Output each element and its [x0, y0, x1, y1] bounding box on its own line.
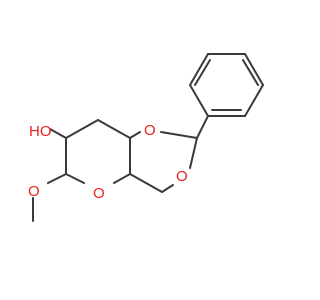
methoxy-oxygen-label: O	[28, 183, 40, 200]
hydroxyl-label: HO	[29, 123, 52, 140]
bond-ho-c	[49, 128, 67, 139]
bond-ch2-c-junction	[97, 119, 131, 139]
phenyl-double-bond-2	[242, 59, 259, 86]
bond-junction-o-top	[129, 131, 141, 139]
structure-canvas: HO O O O O	[28, 53, 264, 222]
ring-oxygen-right-label: O	[176, 168, 188, 185]
bond-o-pyran-anomeric	[65, 173, 85, 184]
ring-oxygen-top-label: O	[144, 122, 156, 139]
phenyl-bond-2	[244, 84, 264, 117]
bond-acetal-o-right	[189, 137, 198, 169]
bond-c-ch2-upper	[65, 119, 99, 139]
phenyl-bond-5	[189, 53, 209, 86]
bond-junction-o-pyran	[113, 173, 131, 184]
bond-acetal-phenyl	[196, 115, 209, 139]
phenyl-double-bond-3	[194, 59, 211, 86]
atom-label-layer: HO O O O O	[28, 122, 188, 202]
bond-anomeric-o-methoxy	[47, 173, 67, 184]
bond-ch2-junction-lower	[129, 173, 163, 193]
bond-o-right-ch2	[161, 184, 174, 193]
phenyl-bond-6	[189, 84, 209, 117]
bond-layer	[32, 53, 264, 222]
ring-oxygen-pyran-label: O	[93, 185, 105, 202]
bond-o-top-acetal	[160, 131, 198, 139]
phenyl-bond-3	[244, 53, 264, 86]
molecule-drawing: HO O O O O	[28, 53, 264, 222]
